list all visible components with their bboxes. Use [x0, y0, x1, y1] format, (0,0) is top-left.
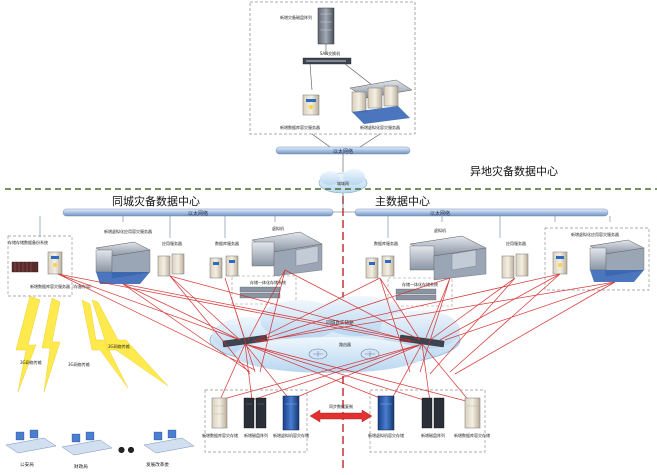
same-city-virt-label: 新增虚拟化应用容灾服务器	[104, 228, 152, 234]
main-mgmt-server-icon	[552, 251, 568, 275]
finance-workstations-icon	[61, 431, 113, 456]
red-replication-links	[57, 269, 616, 403]
same-city-storage: 新增数据库容灾存储 新增磁盘阵列 新增虚拟机容灾存储	[202, 389, 309, 453]
sync-replication-arrow: 同步数据复制	[309, 403, 373, 423]
same-city-servers: 存储存储数据备份系统 新增数据库容灾服务器（存备存局） 新增虚拟化应用容灾服务器…	[7, 225, 323, 305]
top-cloud-label: 城域网	[337, 180, 349, 186]
same-city-storage-a-icon	[211, 397, 228, 429]
main-storage-a-icon	[377, 395, 395, 431]
same-city-storage-b-icon	[243, 397, 267, 429]
remote-virt-server-icon	[349, 79, 413, 124]
development-workstations-icon	[143, 429, 195, 454]
main-storage-a-label: 新增虚拟机容灾存储	[368, 432, 404, 438]
same-city-mgmt-server-label: 新增数据库容灾服务器（存备存局）	[30, 283, 94, 289]
main-storage-b-icon	[421, 397, 445, 429]
branch-sites: 公安局 财政局 ● ● 发展改革委	[5, 429, 195, 470]
finance-label: 财政局	[74, 463, 88, 470]
remote-virt-server-label: 新增虚拟化容灾服务器	[360, 124, 400, 130]
same-city-backup-label: 存储存储数据备份系统	[8, 239, 48, 245]
remote-dc-title: 异地灾备数据中心	[470, 164, 558, 178]
remote-db-server-icon	[302, 94, 320, 116]
branch-link-label-3: 3G网络传输	[108, 343, 130, 349]
main-app-label: 应用服务器	[506, 240, 526, 246]
router-left-icon	[308, 348, 328, 360]
same-city-app-server-icon	[157, 253, 185, 277]
main-storage-system-label: 存储一体化存储系统	[402, 281, 438, 287]
main-dc-title: 主数据中心	[375, 194, 430, 208]
remote-dc-site: 新增灾备磁盘阵列 SAN交换机 新增数据库容灾服务器 新增虚拟化容灾服务器	[249, 1, 416, 148]
same-city-vm-label: 虚拟机	[272, 225, 284, 231]
router-right-icon	[360, 348, 380, 360]
same-city-db-server-icon	[209, 255, 239, 279]
main-dc-servers: 数据库服务器 虚拟机 存储一体化存储系统 应用服务器 新增虚拟化应用容灾服务器	[365, 227, 650, 307]
same-city-ethernet-label: 以太网络	[188, 210, 208, 217]
branch-link-label-1: 3G网络传输	[20, 359, 42, 365]
main-virt-label: 新增虚拟化应用容灾服务器	[571, 231, 619, 237]
same-city-storage-c-icon	[282, 395, 300, 431]
backup-server-icon	[47, 251, 63, 275]
branch-links: 3G网络传输 3G网络传输 3G网络传输	[15, 295, 169, 393]
same-city-db-label: 数据库服务器	[215, 240, 239, 246]
main-vm-icon	[409, 235, 487, 281]
main-app-server-icon	[501, 253, 529, 279]
same-city-app-label: 应用服务器	[162, 240, 182, 246]
sync-replication-label: 同步数据复制	[329, 403, 353, 409]
main-storage: 新增虚拟机容灾存储 新增磁盘阵列 新增数据库容灾存储	[368, 389, 490, 453]
san-switch-label: SAN交换机	[320, 50, 340, 56]
development-label: 发展改革委	[146, 461, 169, 468]
same-city-dc-title: 同城灾备数据中心	[112, 194, 200, 208]
main-vm-label: 虚拟机	[434, 227, 446, 233]
same-city-virt-server-icon	[95, 241, 151, 284]
remote-db-server-label: 新增数据库容灾服务器	[280, 124, 320, 130]
remote-ethernet-bar: 以太网络	[275, 146, 411, 155]
more-branches-dots: ● ●	[118, 445, 135, 454]
same-city-vm-icon	[251, 231, 323, 277]
main-storage-b-label: 新增磁盘阵列	[421, 432, 445, 438]
backup-storage-icon	[11, 261, 39, 273]
remote-storage-array-icon	[317, 7, 335, 45]
main-ethernet-bar: 以太网络	[354, 208, 609, 217]
same-city-storage-system-label: 存储一体化存储系统	[250, 279, 286, 285]
remote-ethernet-label: 以太网络	[333, 148, 353, 155]
same-city-link-label: 同城直实链路	[326, 319, 354, 326]
main-db-server-icon	[365, 255, 395, 279]
same-city-storage-b-label: 新增磁盘阵列	[244, 432, 268, 438]
public-security-label: 公安局	[20, 461, 34, 468]
main-ethernet-label: 以太网络	[430, 210, 450, 217]
main-db-label: 数据库服务器	[374, 240, 398, 246]
same-city-ethernet-bar: 以太网络	[62, 208, 334, 217]
same-city-storage-c-label: 新增虚拟机容灾存储	[273, 432, 309, 438]
public-security-workstations-icon	[5, 429, 57, 454]
router-label: 路由器	[339, 341, 351, 347]
branch-link-label-2: 3G网络传输	[68, 361, 90, 367]
same-city-storage-a-label: 新增数据库容灾存储	[202, 432, 238, 438]
remote-storage-array-label: 新增灾备磁盘阵列	[280, 14, 312, 20]
main-storage-c-label: 新增数据库容灾存储	[454, 432, 490, 438]
main-storage-c-icon	[464, 397, 481, 429]
main-virt-server-icon	[589, 239, 645, 282]
san-switch-icon	[302, 57, 352, 65]
top-cloud: 城域网	[318, 169, 368, 194]
